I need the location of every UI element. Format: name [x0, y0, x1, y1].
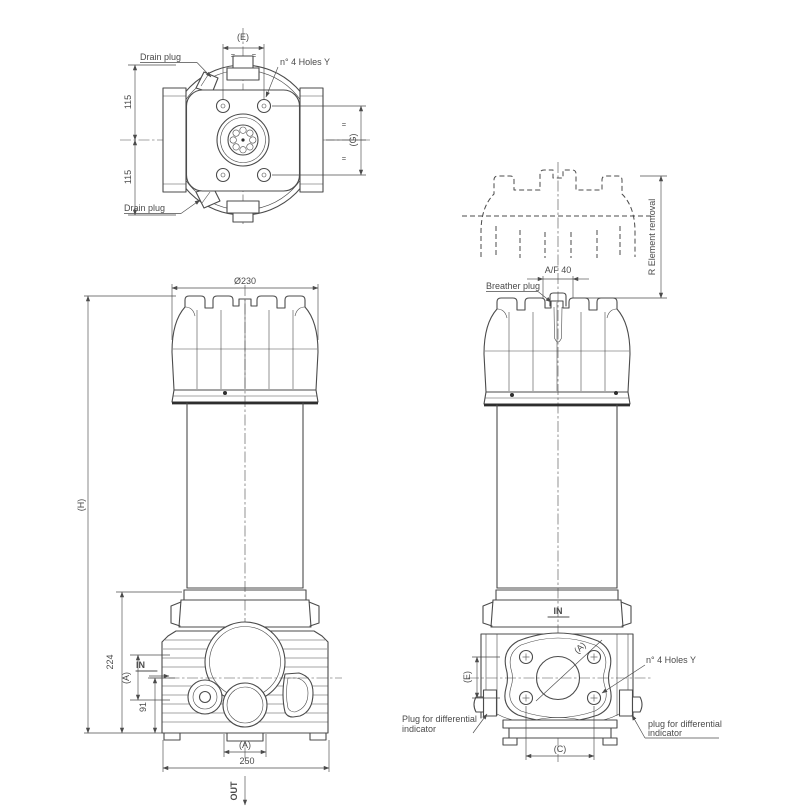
dim-115-upper-label: 115: [123, 95, 133, 109]
dim-a-vertical-label: (A): [121, 672, 131, 684]
equal-mark: =: [231, 51, 236, 60]
dim-224-label: 224: [105, 654, 115, 669]
front-in-callout: IN: [135, 660, 170, 679]
dimension-224: 224: [84, 591, 182, 734]
holes-callout-side: n° 4 Holes Y: [601, 655, 696, 694]
drain-plug-callout-bottom: Drain plug: [124, 199, 201, 214]
dimension-g-right: (G) = =: [272, 105, 366, 176]
drain-plug-bottom-label: Drain plug: [124, 203, 165, 213]
dim-115-lower-label: 115: [123, 170, 133, 184]
diff-indicator-plug-right: [618, 689, 643, 717]
diff-indicator-callout-right: plug for differential indicator: [631, 714, 722, 739]
holes-callout-top: n° 4 Holes Y: [265, 57, 330, 98]
diff-indicator-plug-left: [473, 689, 498, 717]
top-view-center-bore: [216, 113, 270, 167]
cap-bleed-hole: [614, 391, 618, 395]
side-main-port: [535, 655, 581, 701]
dim-h-label: (H): [76, 499, 86, 512]
side-head: (A): [468, 632, 652, 746]
dimension-e-side: (E): [462, 656, 500, 699]
front-out-label: OUT: [229, 781, 239, 801]
dimension-c: (C): [525, 706, 595, 760]
holes-y-side-label: n° 4 Holes Y: [646, 655, 696, 665]
dim-e-label: (E): [237, 32, 249, 42]
side-in-callout: IN: [547, 606, 570, 618]
front-in-label: IN: [136, 660, 145, 670]
front-bowl: [186, 402, 304, 589]
dim-c-label: (C): [554, 744, 567, 754]
dimension-af40: A/F 40: [527, 265, 589, 298]
dimension-115-pair: 115 115: [123, 64, 176, 216]
drain-plug-callout-top: Drain plug: [140, 52, 212, 78]
side-bowl: [496, 404, 618, 589]
side-base: [502, 719, 618, 746]
element-removal-envelope: [462, 169, 652, 258]
top-view-port-stubs: [226, 55, 260, 223]
cap-bleed-hole: [223, 391, 227, 395]
equal-mark: =: [342, 120, 347, 129]
equal-mark: =: [342, 154, 347, 163]
dimension-diameter-230: Ø230: [171, 276, 319, 340]
dim-af-label: A/F 40: [545, 265, 572, 275]
breather-plug-callout: Breather plug: [486, 281, 552, 303]
top-view: (E) = = 115 115 (G) = = Drain plug: [120, 28, 370, 226]
dimension-e-top: (E) = =: [222, 32, 265, 100]
dimension-a-bottom: (A): [223, 734, 267, 757]
dim-a-bottom-label: (A): [239, 740, 251, 750]
breather-plug: [549, 292, 567, 343]
dim-diameter-label: Ø230: [234, 276, 256, 286]
dimension-h: (H): [76, 295, 176, 734]
side-bolt-holes: [518, 649, 602, 706]
dim-91-label: 91: [138, 702, 148, 712]
dimension-a-vertical: (A): [121, 654, 170, 701]
plug-diff-right-line1: plug for differential: [648, 719, 722, 729]
equal-mark: =: [252, 51, 257, 60]
side-view: R Element removal A/F 40 Breather plug: [402, 162, 722, 762]
dim-250-label: 250: [239, 756, 254, 766]
dim-a-diagonal-line: [535, 639, 603, 702]
plug-diff-right-line2: indicator: [648, 728, 682, 738]
front-out-callout: OUT: [229, 776, 248, 806]
front-lower-port: [222, 682, 268, 728]
dimension-91: 91: [138, 677, 175, 734]
dimension-element-removal: R Element removal: [582, 175, 667, 299]
breather-plug-label: Breather plug: [486, 281, 540, 291]
front-cap: [170, 294, 320, 405]
dimension-250: 250: [162, 740, 330, 772]
dim-e-side-label: (E): [462, 671, 472, 683]
dim-g-label: (G): [348, 134, 358, 147]
plug-diff-left-line2: indicator: [402, 724, 436, 734]
front-head: [150, 621, 342, 742]
dim-removal-label: R Element removal: [647, 199, 657, 276]
plug-diff-left-line1: Plug for differential: [402, 714, 477, 724]
drain-plug-top-label: Drain plug: [140, 52, 181, 62]
diff-indicator-callout-left: Plug for differential indicator: [402, 713, 488, 734]
holes-y-label: n° 4 Holes Y: [280, 57, 330, 67]
front-view: Ø230: [76, 276, 342, 806]
side-cap: [482, 296, 632, 407]
cap-bleed-hole: [510, 393, 514, 397]
side-in-label: IN: [554, 606, 563, 616]
